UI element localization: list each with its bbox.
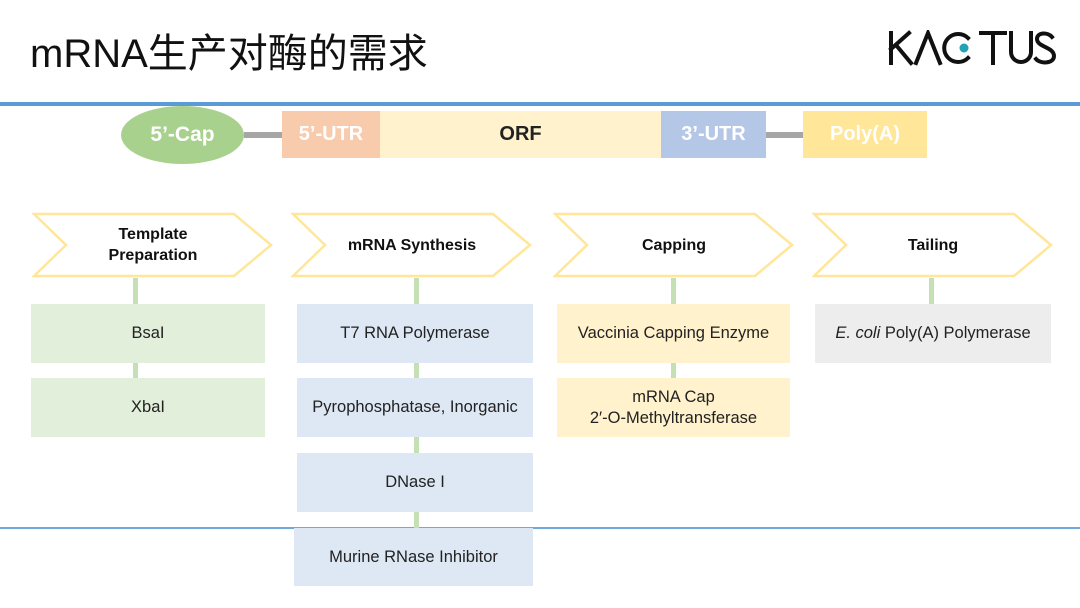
enzyme-box-pyrophosphatase: Pyrophosphatase, Inorganic xyxy=(297,378,533,437)
enzyme-box-poly-a-polymerase: E. coli Poly(A) Polymerase xyxy=(815,304,1051,363)
connector-line xyxy=(671,363,676,378)
enzyme-box-mrna-cap-methyltransferase: mRNA Cap 2′-O-Methyltransferase xyxy=(557,378,790,437)
enzyme-name-line2: 2′-O-Methyltransferase xyxy=(589,408,758,427)
page-title: mRNA生产对酶的需求 xyxy=(30,32,428,76)
step-label-line2: Preparation xyxy=(108,247,198,264)
three-prime-utr: 3’-UTR xyxy=(661,111,766,158)
step-label-line1: Template xyxy=(118,226,188,243)
connector-line xyxy=(133,278,138,304)
connector-line xyxy=(414,512,419,528)
step-mrna-synthesis: mRNA Synthesis xyxy=(291,212,533,278)
header-divider xyxy=(0,102,1080,106)
orf-segment: ORF xyxy=(380,111,661,158)
step-capping: Capping xyxy=(553,212,795,278)
connector-line xyxy=(133,363,138,378)
connector-line xyxy=(414,437,419,453)
enzyme-box-t7-rna-polymerase: T7 RNA Polymerase xyxy=(297,304,533,363)
step-tailing: Tailing xyxy=(812,212,1054,278)
polya-connector xyxy=(766,132,803,138)
enzyme-box-murine-rnase-inhibitor: Murine RNase Inhibitor xyxy=(294,528,533,586)
step-label: Tailing xyxy=(907,236,959,254)
chevron-shape xyxy=(553,212,794,278)
chevron-shape xyxy=(32,212,273,278)
enzyme-name: Poly(A) Polymerase xyxy=(880,324,1031,342)
enzyme-box-bsai: BsaI xyxy=(31,304,265,363)
organism-name: E. coli xyxy=(835,324,881,342)
chevron-shape xyxy=(812,212,1053,278)
step-label: Capping xyxy=(642,236,706,254)
cap-connector xyxy=(244,132,282,138)
enzyme-box-dnase-i: DNase I xyxy=(297,453,533,512)
chevron-shape xyxy=(291,212,532,278)
poly-a-tail: Poly(A) xyxy=(803,111,927,158)
enzyme-name-line1: mRNA Cap xyxy=(632,387,715,406)
connector-line xyxy=(929,278,934,304)
footer-divider xyxy=(0,527,1080,529)
five-prime-utr: 5’-UTR xyxy=(282,111,380,158)
connector-line xyxy=(414,363,419,378)
connector-line xyxy=(414,278,419,304)
step-label: mRNA Synthesis xyxy=(347,236,477,254)
connector-line xyxy=(671,278,676,304)
enzyme-box-vaccinia-capping-enzyme: Vaccinia Capping Enzyme xyxy=(557,304,790,363)
enzyme-box-xbai: XbaI xyxy=(31,378,265,437)
kactus-logo xyxy=(888,30,1056,66)
five-prime-cap: 5’-Cap xyxy=(121,106,244,164)
